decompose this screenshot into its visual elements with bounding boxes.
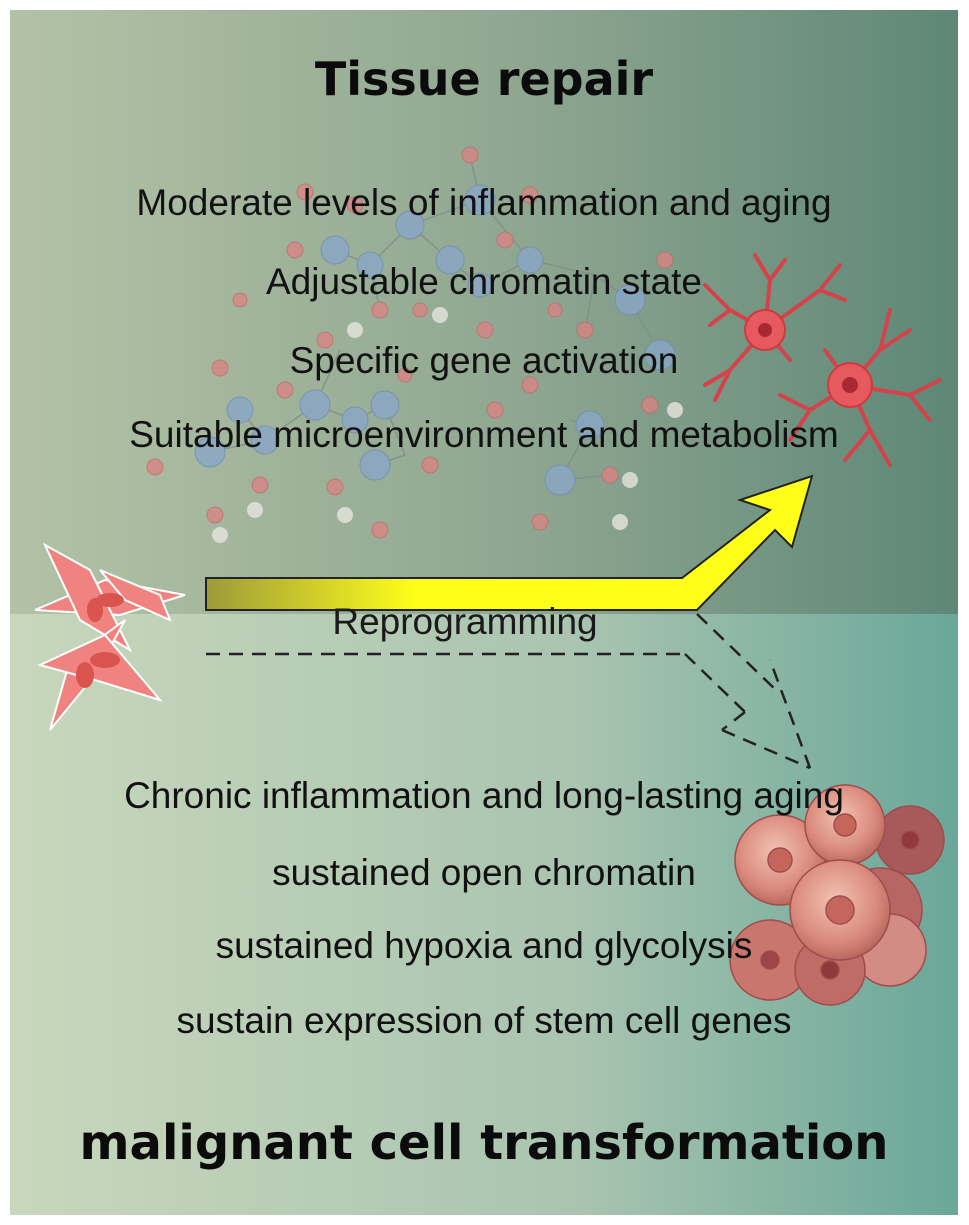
bottom-panel-title: malignant cell transformation: [79, 1115, 889, 1171]
reprogramming-label: Reprogramming: [332, 601, 598, 642]
top-panel-line-4: Suitable microenvironment and metabolism: [129, 414, 839, 455]
bottom-panel-line-4: sustain expression of stem cell genes: [176, 1000, 792, 1041]
top-panel-line-1: Moderate levels of inflammation and agin…: [136, 182, 832, 223]
dashed-arrow: [206, 613, 812, 770]
top-panel-line-3: Specific gene activation: [289, 340, 679, 381]
neuron-cells-icon: [703, 253, 942, 467]
solid-arrow: [205, 474, 814, 611]
top-panel-line-2: Adjustable chromatin state: [265, 261, 702, 302]
tumor-cell-cluster-icon: [729, 784, 945, 1006]
reprogramming-diagram: Tissue repair Moderate levels of inflamm…: [10, 10, 958, 1215]
diagram-graphics: [10, 10, 958, 1215]
bottom-panel-line-2: sustained open chromatin: [272, 852, 696, 893]
bottom-panel-line-1: Chronic inflammation and long-lasting ag…: [124, 775, 844, 816]
molecule-network-icon: [146, 146, 683, 543]
fibroblast-cells-icon: [34, 542, 186, 731]
reprogramming-arrow: [205, 474, 814, 770]
top-panel-title: Tissue repair: [314, 52, 654, 106]
bottom-panel-line-3: sustained hypoxia and glycolysis: [215, 925, 753, 966]
